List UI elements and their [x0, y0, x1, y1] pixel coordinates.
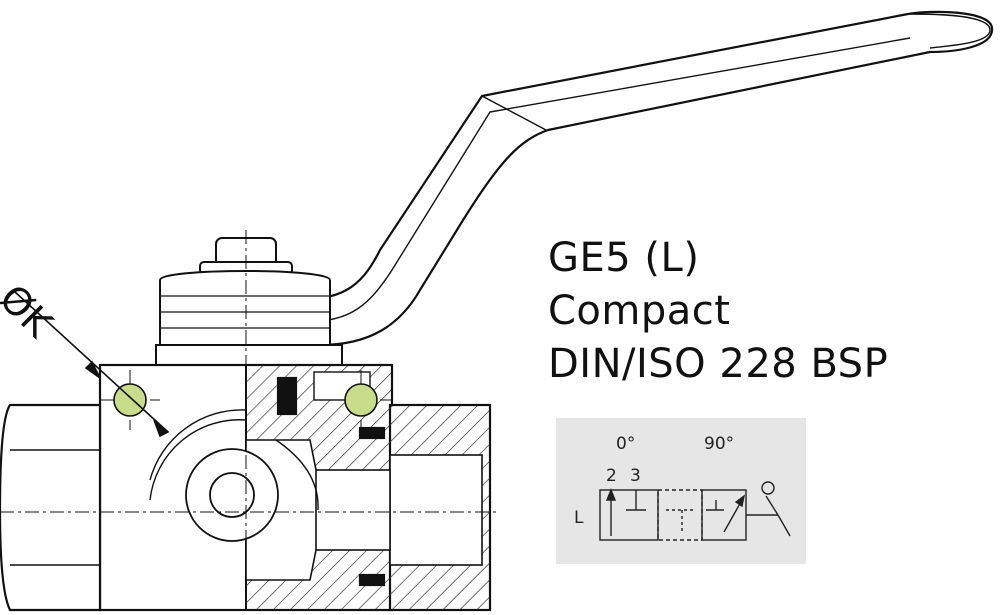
valve-symbol: 0° 90° 2 3 L [556, 418, 806, 564]
symbol-box-neutral [657, 489, 703, 541]
mounting-hole-left [113, 383, 147, 417]
port-label-l: L [574, 508, 584, 528]
angle-label-90: 90° [704, 434, 735, 454]
valve-symbol-graphic [599, 481, 791, 541]
title-line-model: GE5 (L) [548, 235, 700, 281]
mounting-holes [113, 383, 378, 417]
stem-nut [155, 237, 343, 368]
port-label-2: 2 [606, 466, 617, 486]
angle-label-0: 0° [616, 434, 636, 454]
title-line-type: Compact [548, 288, 731, 334]
mounting-hole-right [344, 383, 378, 417]
symbol-box-position-2 [701, 489, 747, 541]
title-line-standard: DIN/ISO 228 BSP [548, 341, 889, 387]
product-title: GE5 (L) Compact DIN/ISO 228 BSP [548, 232, 888, 391]
dimension-line [14, 291, 170, 438]
valve-body [0, 363, 492, 612]
port-label-3: 3 [630, 466, 641, 486]
